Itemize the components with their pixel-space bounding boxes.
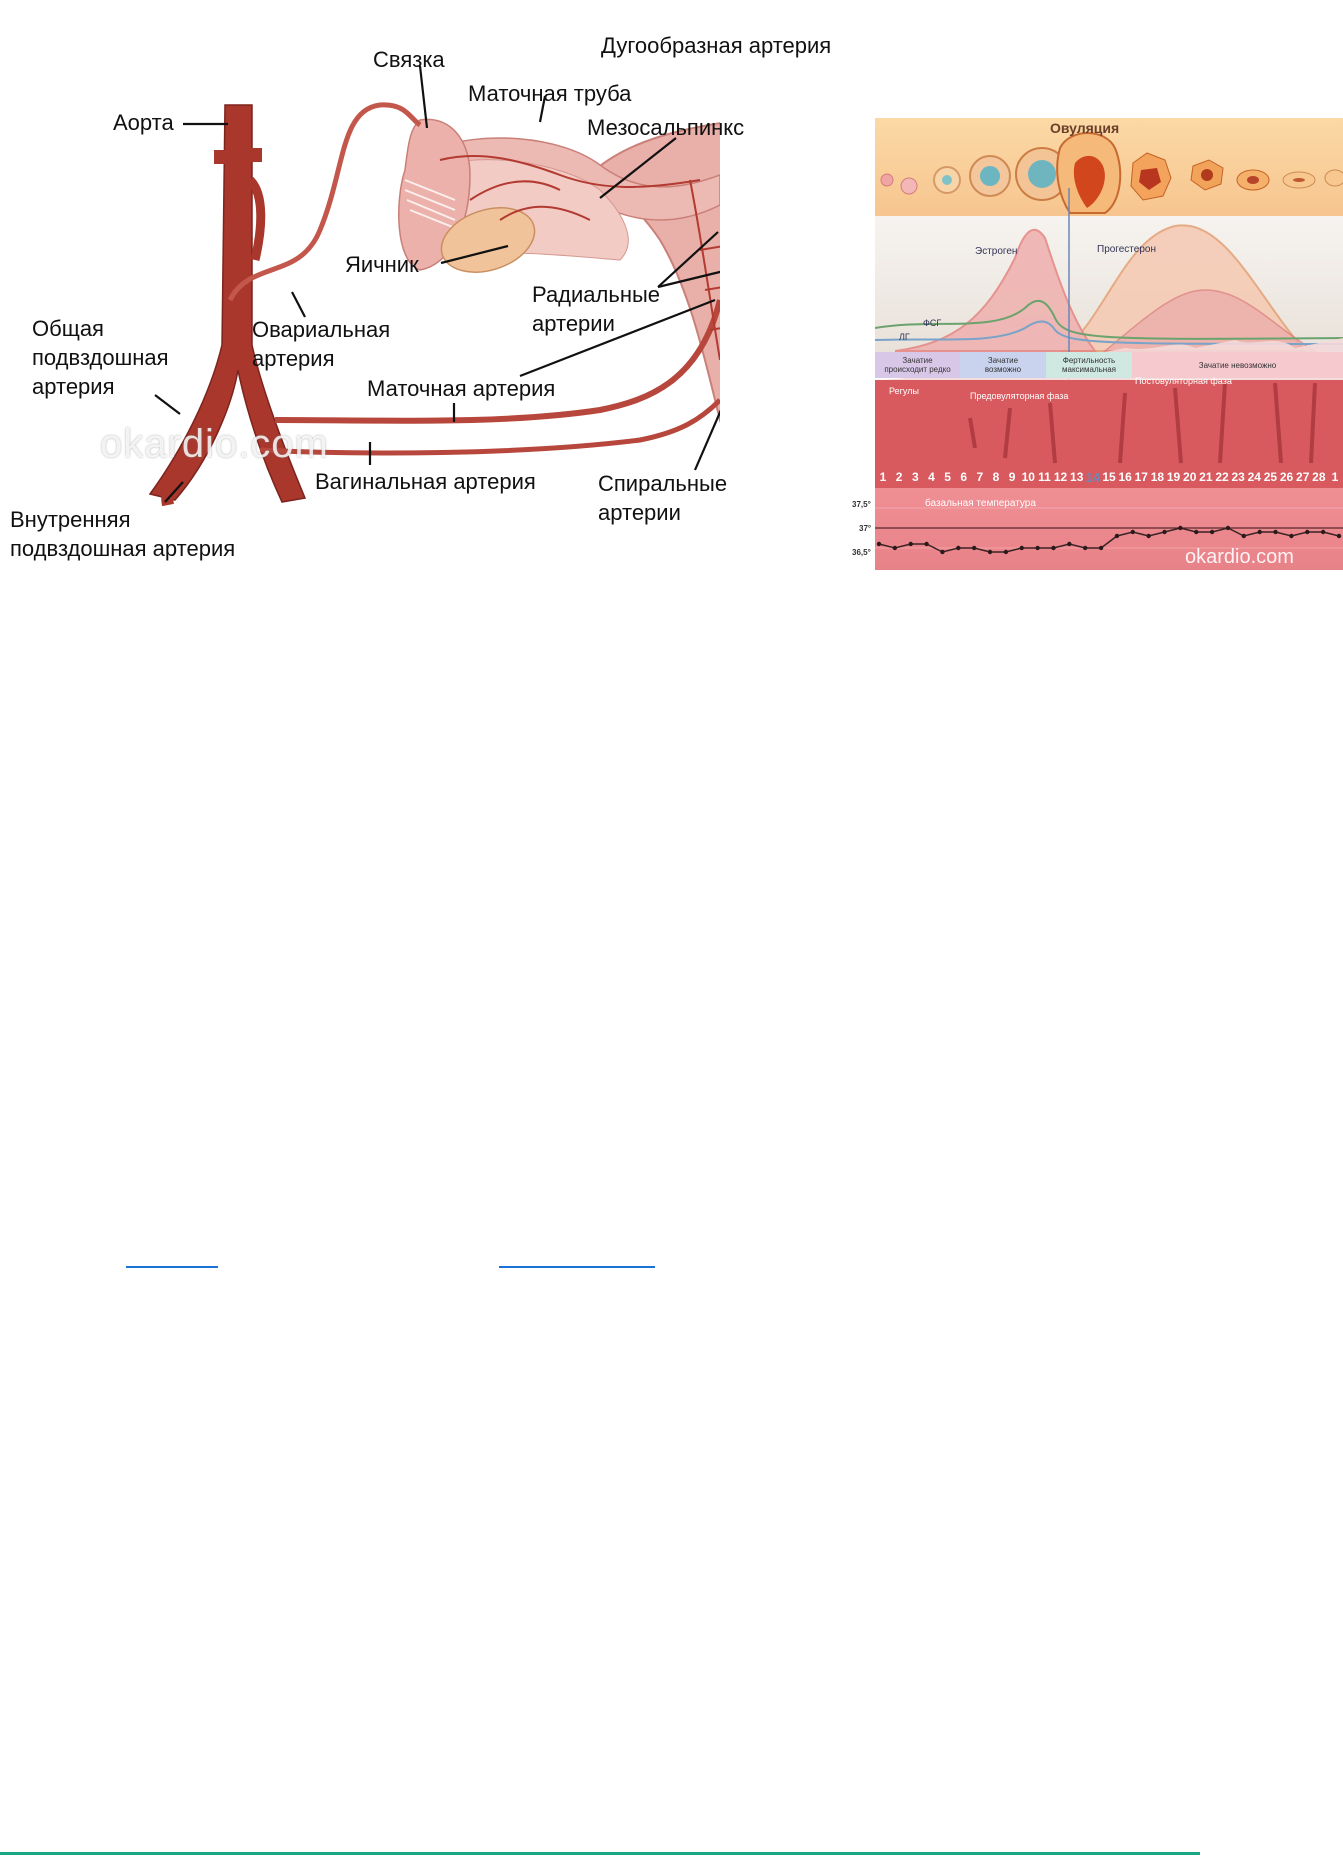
cycle-diagram: Овуляция Эстроген Прогестерон ФСГ ЛГ Зач… [875, 118, 1343, 570]
temp-point [1003, 549, 1009, 555]
cycle-day-21: 21 [1199, 470, 1213, 484]
cycle-day-7: 7 [976, 470, 984, 484]
temp-point [1320, 529, 1326, 535]
phase-band-possible: Зачатие возможно [960, 352, 1046, 378]
estrogen-label: Эстроген [975, 246, 1018, 257]
temp-point [1257, 529, 1262, 535]
cycle-day-4: 4 [928, 470, 935, 484]
cycle-day-27: 27 [1296, 470, 1310, 484]
label-mesosalpinx: Мезосальпинкс [587, 115, 745, 140]
phase-band-rare: Зачатие происходит редко [875, 352, 960, 378]
temp-point [940, 549, 945, 555]
preovulatory-label: Предовуляторная фаза [970, 391, 1069, 401]
cycle-day-15: 15 [1102, 470, 1116, 484]
temp-point [1083, 545, 1088, 551]
phase-band-impossible: Зачатие невозможно [1132, 352, 1343, 378]
label-vaginal-artery: Вагинальная артерия [315, 469, 536, 494]
cycle-day-5: 5 [944, 470, 951, 484]
fsh-label: ФСГ [923, 318, 942, 328]
temp-point [1146, 533, 1151, 539]
footer-link-1[interactable] [126, 1266, 218, 1268]
cycle-day-25: 25 [1263, 470, 1278, 484]
cycle-day-12: 12 [1053, 470, 1068, 484]
temp-point [892, 545, 898, 551]
temp-point [1336, 533, 1342, 539]
temp-point [1035, 545, 1040, 551]
lh-label: ЛГ [899, 332, 910, 342]
temp-point [1019, 545, 1024, 551]
anatomy-illustration [148, 65, 720, 507]
footer-bar [0, 1852, 1200, 1855]
label-ovary: Яичник [345, 252, 419, 277]
temp-point [1130, 529, 1135, 535]
temp-point [987, 549, 993, 555]
cycle-day-29: 1 [1331, 470, 1339, 484]
cycle-day-17: 17 [1134, 470, 1148, 484]
label-arcuate-artery: Дугообразная артерия [601, 33, 832, 58]
cycle-day-28: 28 [1312, 470, 1326, 484]
label-spiral-arteries: Спиральные артерии [598, 471, 728, 525]
menses-label: Регулы [889, 386, 919, 396]
cycle-day-9: 9 [1008, 470, 1016, 484]
temp-point [1098, 545, 1104, 551]
cycle-illustration [875, 118, 1343, 570]
cycle-day-19: 19 [1166, 470, 1181, 484]
progesterone-label: Прогестерон [1097, 244, 1156, 255]
temp-point [1305, 529, 1310, 535]
label-common-iliac-artery: Общая подвздошная артерия [32, 316, 169, 399]
cycle-day-10: 10 [1021, 470, 1035, 484]
cycle-day-22: 22 [1215, 470, 1229, 484]
temp-point [1162, 529, 1167, 535]
cycle-day-3: 3 [911, 470, 919, 484]
cycle-day-11: 11 [1038, 470, 1051, 484]
temp-point [1114, 533, 1120, 539]
cycle-day-20: 20 [1183, 470, 1197, 484]
basal-temp-label: базальная температура [925, 498, 1036, 509]
cycle-day-14: 14 [1085, 470, 1101, 485]
label-uterine-artery: Маточная артерия [367, 376, 556, 401]
anatomy-watermark: okardio.com [100, 422, 329, 466]
label-internal-iliac-artery: Внутренняя подвздошная артерия [10, 507, 236, 561]
label-aorta: Аорта [113, 110, 174, 135]
cycle-day-13: 13 [1070, 470, 1084, 484]
temp-point [1289, 533, 1294, 539]
cycle-watermark: okardio.com [1185, 546, 1294, 568]
cycle-day-8: 8 [992, 470, 1000, 484]
label-ovarian-artery: Овариальная артерия [252, 317, 391, 371]
temp-tick-365: 36,5° [852, 548, 871, 557]
temp-point [1194, 529, 1199, 535]
temp-point [956, 545, 961, 551]
temp-point [1067, 541, 1072, 547]
footer-link-2[interactable] [499, 1266, 655, 1268]
label-ligament: Связка [373, 47, 445, 72]
temp-tick-375: 37,5° [852, 500, 871, 509]
temp-point [1241, 533, 1247, 539]
postovulatory-label: Постовуляторная фаза [1135, 376, 1232, 386]
cycle-day-26: 26 [1279, 470, 1294, 484]
basal-temperature-line [878, 527, 1340, 553]
phase-band-max-fertility: Фертильность максимальная [1046, 352, 1132, 378]
temp-point [924, 541, 929, 547]
cycle-day-23: 23 [1231, 470, 1245, 484]
temp-point [876, 541, 882, 547]
cycle-day-18: 18 [1150, 470, 1165, 484]
temp-point [1209, 529, 1215, 535]
temp-point [1273, 529, 1278, 535]
temp-point [1178, 525, 1183, 531]
cycle-day-16: 16 [1118, 470, 1132, 484]
temp-point [1051, 545, 1056, 551]
temp-point [908, 541, 913, 547]
cycle-day-24: 24 [1247, 470, 1261, 484]
label-radial-arteries: Радиальные артерии [532, 282, 661, 336]
temp-point [1225, 525, 1231, 531]
anatomy-diagram: Аорта Связка Маточная труба Мезосальпинк… [0, 0, 744, 561]
ovulation-title: Овуляция [1050, 120, 1120, 136]
temp-tick-37: 37° [859, 524, 872, 533]
cycle-day-6: 6 [960, 470, 968, 484]
cycle-day-1: 1 [879, 470, 887, 484]
cycle-day-2: 2 [895, 470, 903, 484]
label-fallopian-tube: Маточная труба [468, 81, 632, 106]
temp-point [971, 545, 977, 551]
